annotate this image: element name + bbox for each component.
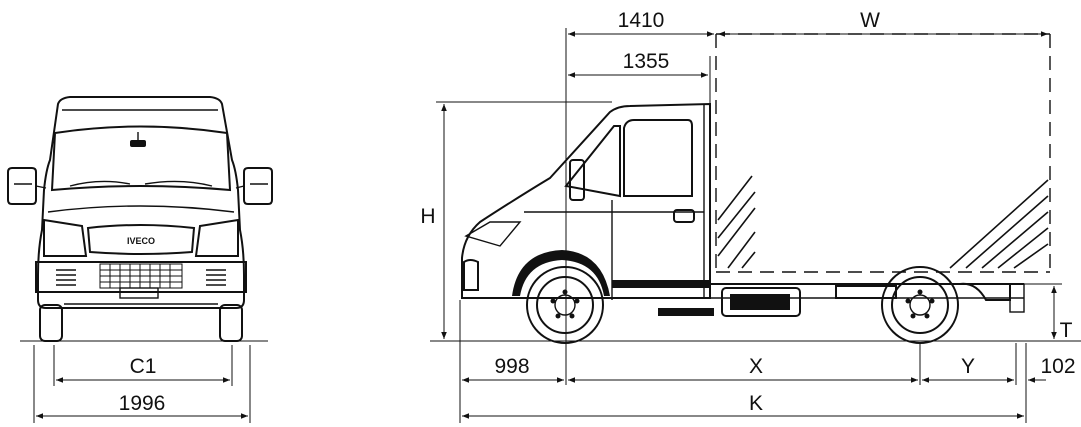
dim-1996-label: 1996 bbox=[119, 392, 166, 415]
dim-w-label: W bbox=[860, 9, 880, 32]
dim-1410-label: 1410 bbox=[618, 9, 665, 32]
dim-x-label: X bbox=[749, 355, 763, 378]
right-mirror bbox=[235, 167, 273, 205]
rear-wheel bbox=[881, 266, 959, 344]
dim-t-label: T bbox=[1060, 319, 1073, 342]
dim-c1-label: C1 bbox=[130, 355, 157, 378]
cargo-body-outline bbox=[715, 33, 1051, 273]
front-view: IVECO C1 bbox=[7, 96, 273, 423]
side-view: 1410 W 1355 H T 998 X Y 102 K bbox=[420, 9, 1081, 423]
front-wheel bbox=[526, 266, 604, 344]
left-mirror bbox=[7, 167, 47, 205]
body-hatching bbox=[717, 175, 1049, 269]
dim-998-label: 998 bbox=[494, 355, 529, 378]
cab bbox=[461, 102, 714, 316]
brand-badge: IVECO bbox=[127, 236, 155, 246]
dim-h-label: H bbox=[420, 205, 435, 228]
dim-1355-label: 1355 bbox=[623, 50, 670, 73]
dim-y-label: Y bbox=[961, 355, 975, 378]
dim-102-label: 102 bbox=[1040, 355, 1075, 378]
chassis bbox=[710, 282, 1025, 317]
dim-k-label: K bbox=[749, 392, 763, 415]
